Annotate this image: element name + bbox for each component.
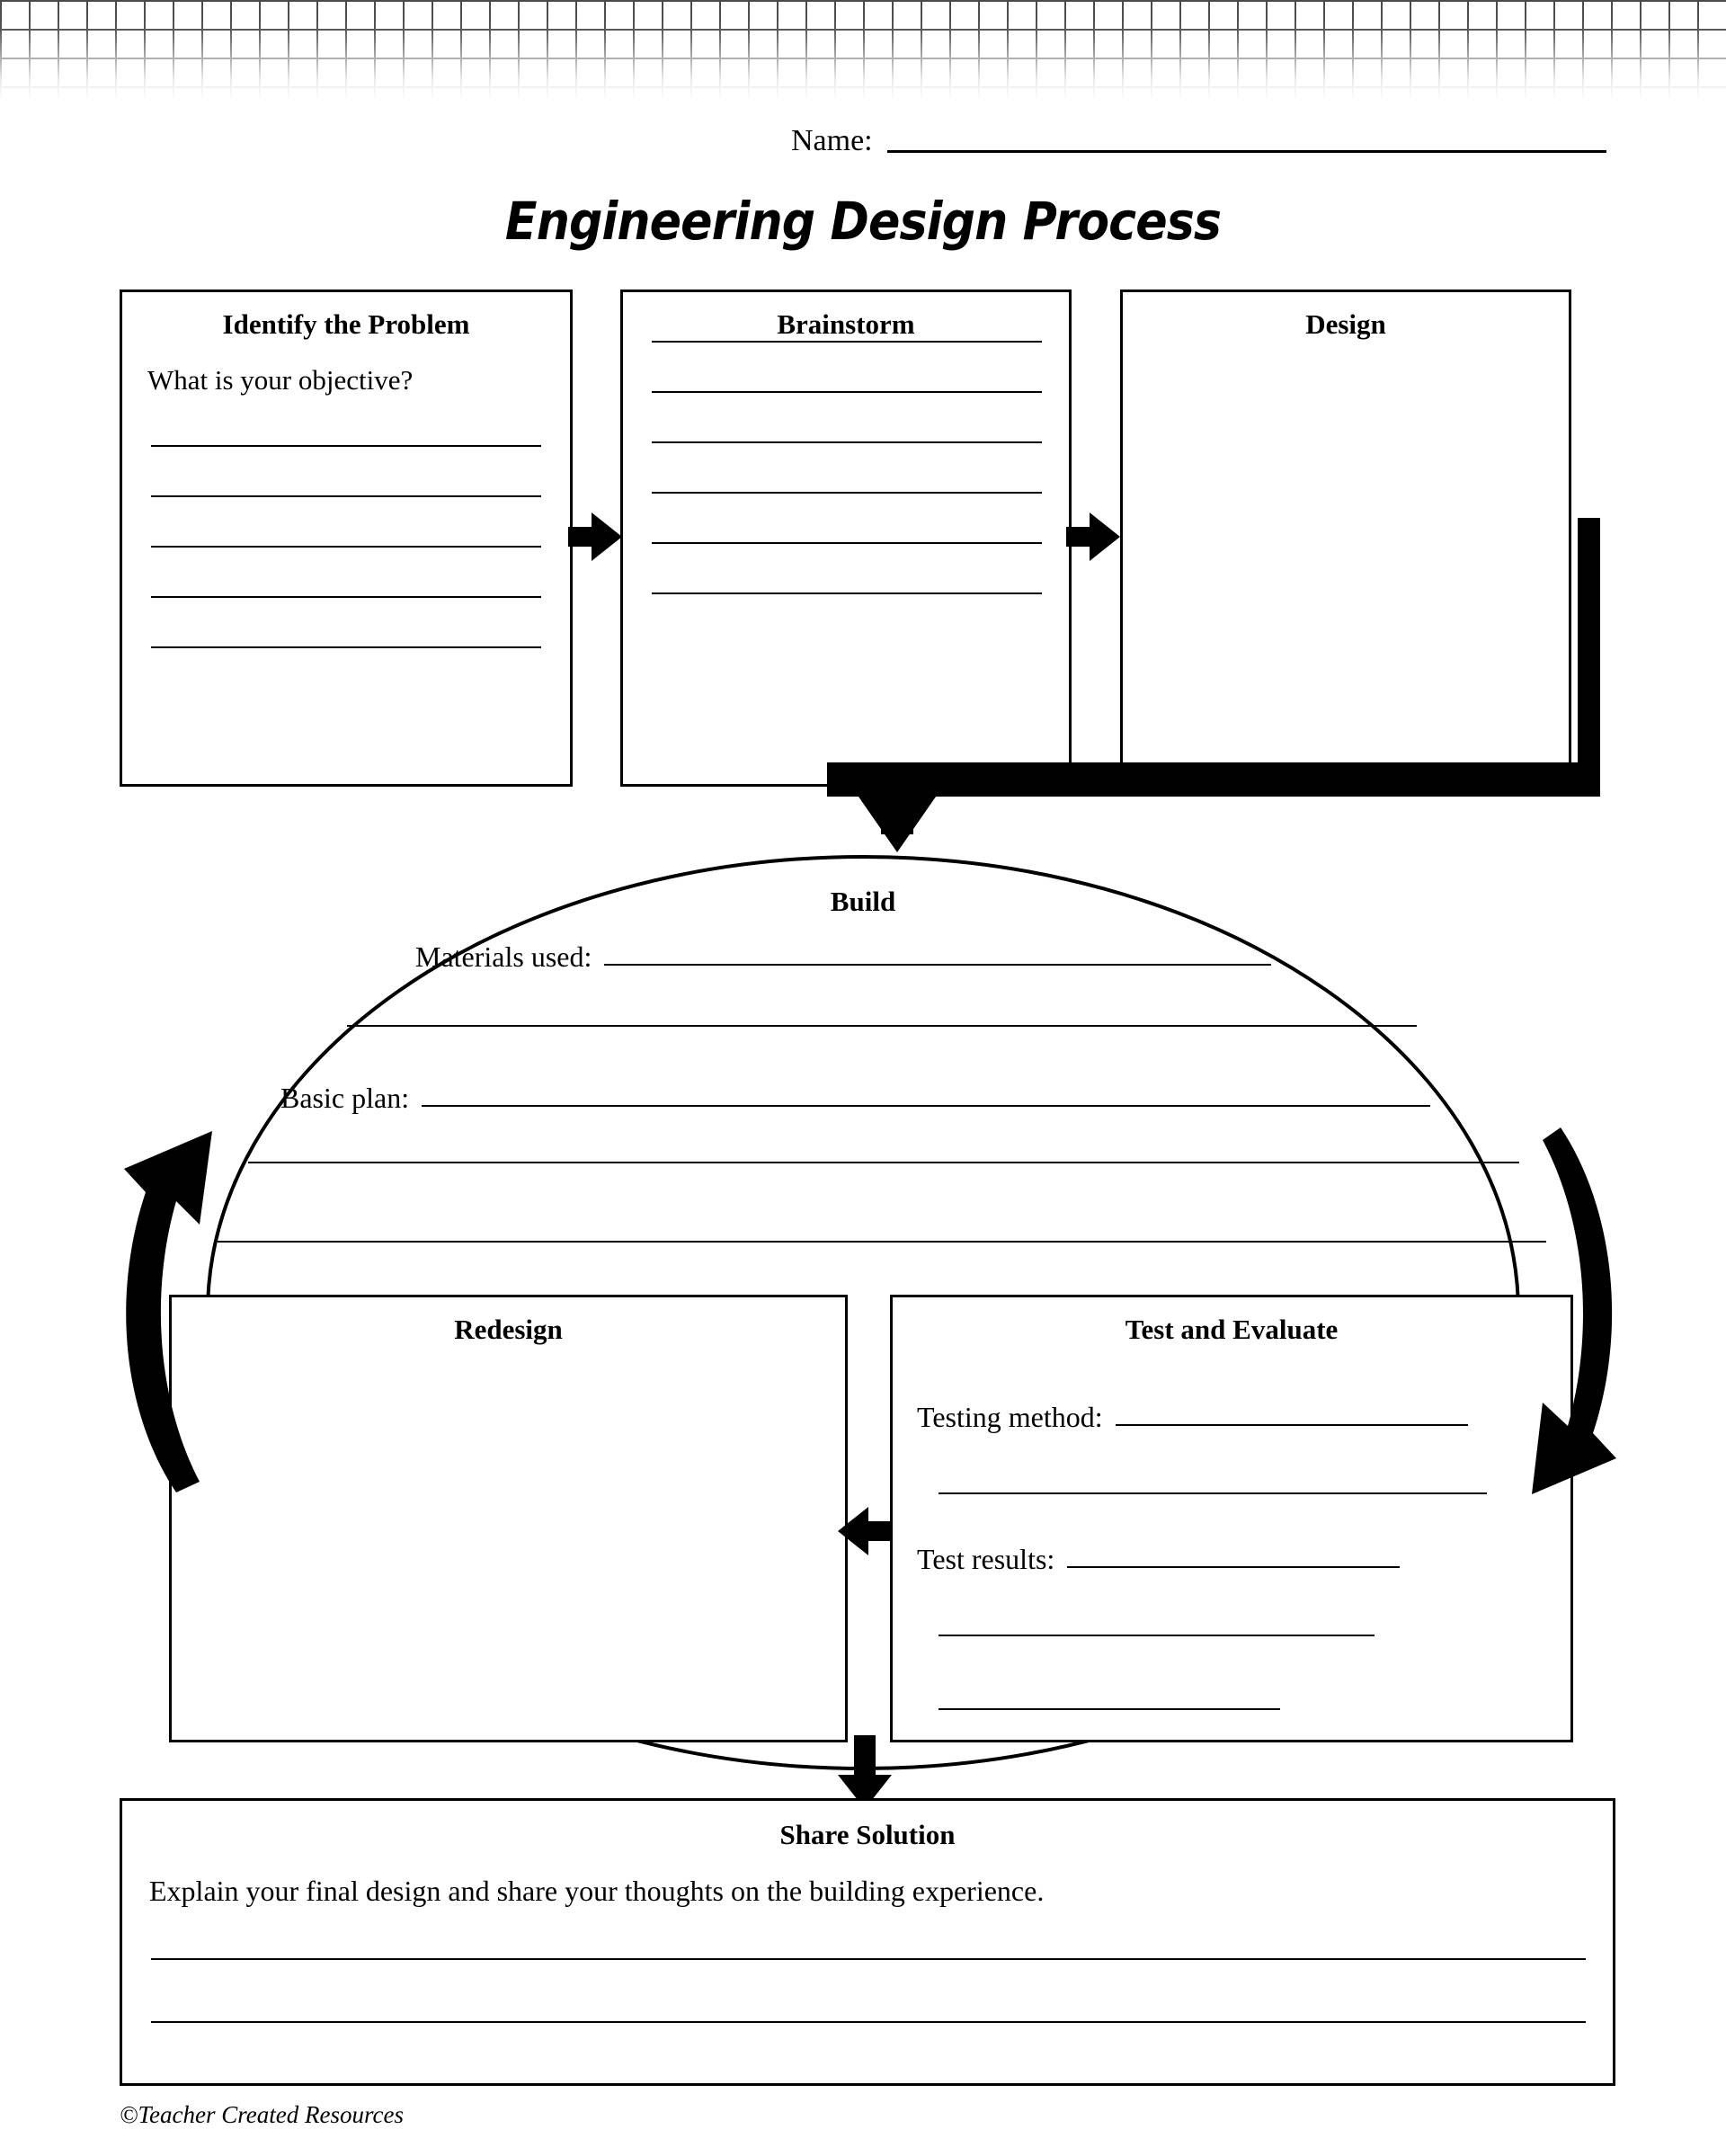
name-write-line[interactable]	[886, 150, 1606, 153]
arrow-down-icon	[838, 1735, 892, 1809]
brainstorm-write-line[interactable]	[652, 492, 1042, 494]
brainstorm-write-line[interactable]	[652, 441, 1042, 443]
identify-write-line[interactable]	[151, 646, 541, 648]
test-and-evaluate-title: Test and Evaluate	[1125, 1314, 1339, 1345]
materials-used-write-line[interactable]	[347, 1025, 1417, 1027]
basic-plan-write-line[interactable]	[248, 1162, 1519, 1163]
step-box-design[interactable]: Design	[1120, 290, 1571, 787]
basic-plan-field-continued	[205, 1241, 1546, 1248]
test-results-field-continued	[926, 1635, 1375, 1642]
share-solution-write-line[interactable]	[151, 2021, 1586, 2023]
elbow-arrow-down-icon	[827, 518, 1600, 852]
build-title: Build	[830, 886, 896, 917]
test-results-label: Test results:	[917, 1543, 1055, 1575]
materials-used-field: Materials used:	[415, 940, 1272, 973]
brainstorm-write-line[interactable]	[652, 592, 1042, 594]
test-results-write-line[interactable]	[939, 1708, 1280, 1710]
copyright-credit: ©Teacher Created Resources	[120, 2101, 404, 2128]
arrow-right-icon	[568, 512, 622, 561]
testing-method-write-line[interactable]	[1115, 1424, 1468, 1426]
name-field-row: Name:	[791, 126, 1606, 156]
identify-write-line[interactable]	[151, 596, 541, 598]
share-solution-write-line[interactable]	[151, 1958, 1586, 1960]
step-box-share-solution: Share Solution Explain your final design…	[120, 1798, 1615, 2086]
test-results-write-line[interactable]	[939, 1635, 1375, 1636]
step-box-test-and-evaluate: Test and Evaluate	[890, 1295, 1573, 1742]
identify-prompt: What is your objective?	[147, 364, 414, 396]
step-box-redesign[interactable]: Redesign	[169, 1295, 848, 1742]
testing-method-label: Testing method:	[917, 1401, 1103, 1433]
test-results-write-line[interactable]	[1067, 1566, 1401, 1568]
curved-arrow-down-icon	[1532, 1127, 1616, 1494]
brainstorm-title: Brainstorm	[777, 308, 915, 340]
share-solution-prompt: Explain your final design and share your…	[149, 1875, 1045, 1907]
basic-plan-write-line[interactable]	[218, 1241, 1546, 1243]
basic-plan-write-line[interactable]	[422, 1105, 1431, 1107]
brainstorm-write-line[interactable]	[652, 542, 1042, 544]
step-box-identify-the-problem: Identify the Problem What is your object…	[120, 290, 573, 787]
identify-title: Identify the Problem	[222, 308, 470, 340]
materials-used-field-continued	[334, 1025, 1417, 1032]
curved-arrow-up-icon	[124, 1131, 212, 1492]
basic-plan-field: Basic plan:	[280, 1082, 1431, 1114]
materials-used-write-line[interactable]	[604, 964, 1272, 966]
test-results-field: Test results:	[917, 1543, 1401, 1575]
basic-plan-field-continued	[236, 1162, 1519, 1169]
graph-paper-decoration	[0, 0, 1726, 99]
testing-method-field-continued	[926, 1492, 1487, 1500]
identify-write-line[interactable]	[151, 495, 541, 497]
testing-method-field: Testing method:	[917, 1403, 1468, 1431]
share-solution-title: Share Solution	[779, 1819, 956, 1850]
name-label: Name:	[791, 124, 873, 157]
identify-write-line[interactable]	[151, 445, 541, 447]
identify-write-line[interactable]	[151, 546, 541, 548]
design-title: Design	[1305, 308, 1386, 340]
redesign-title: Redesign	[454, 1314, 563, 1345]
page-title: Engineering Design Process	[504, 191, 1222, 252]
basic-plan-label: Basic plan:	[280, 1082, 410, 1114]
test-results-field-continued	[926, 1708, 1280, 1715]
arrow-right-icon	[1066, 512, 1120, 561]
materials-used-label: Materials used:	[415, 940, 592, 973]
step-box-brainstorm: Brainstorm	[620, 290, 1072, 787]
brainstorm-write-line[interactable]	[652, 391, 1042, 393]
arrow-left-icon	[838, 1507, 892, 1555]
testing-method-write-line[interactable]	[939, 1492, 1487, 1494]
brainstorm-write-line[interactable]	[652, 341, 1042, 343]
